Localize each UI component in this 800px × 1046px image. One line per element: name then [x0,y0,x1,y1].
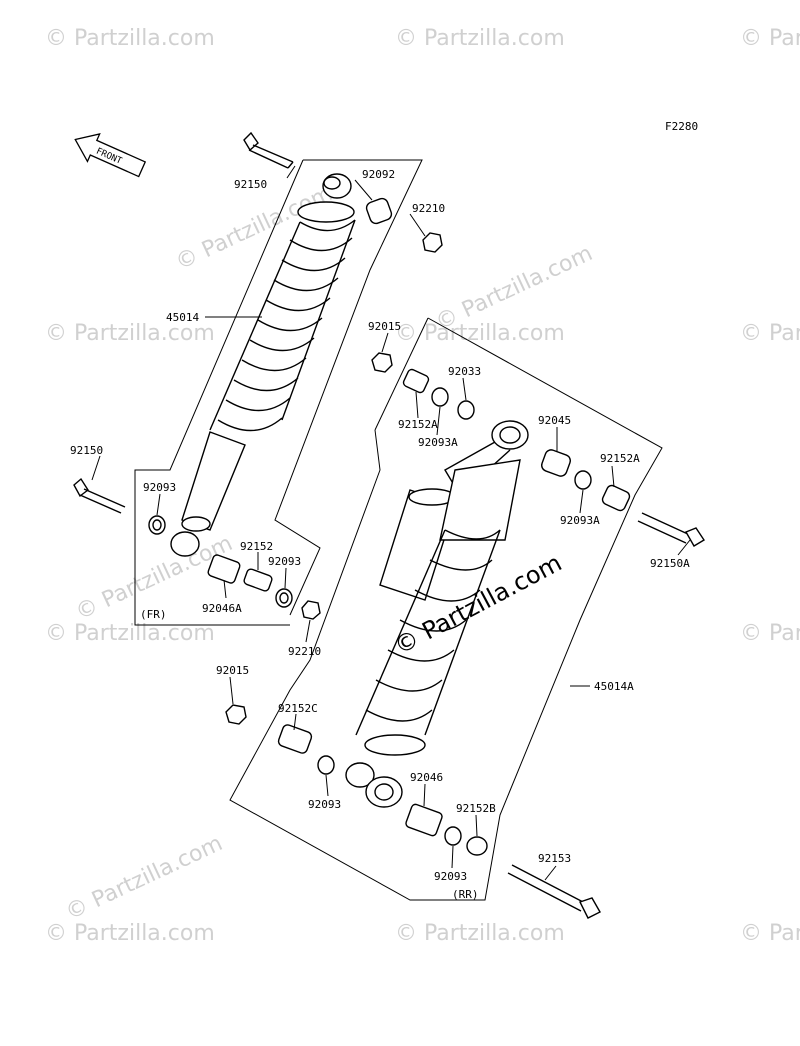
watermark: © Partzilla.com [62,831,226,925]
part-labels: 92150 92092 92210 45014 92150 92093 9215… [70,168,690,901]
label-92150: 92150 [234,178,267,191]
label-92093A: 92093A [418,436,458,449]
label-92093A: 92093A [560,514,600,527]
group-label-rear: (RR) [452,888,479,901]
label-92152: 92152 [240,540,273,553]
watermark: © Partzilla.com [45,26,215,51]
label-92015: 92015 [216,664,249,677]
label-92046: 92046 [410,771,443,784]
label-92152C: 92152C [278,702,318,715]
front-shock-absorber [73,131,443,626]
rear-shock-absorber [225,317,705,919]
label-92045: 92045 [538,414,571,427]
front-arrow-icon: FRONT [74,133,147,178]
label-92152B: 92152B [456,802,496,815]
label-92210: 92210 [412,202,445,215]
watermark: © Partzilla.com [395,921,565,946]
label-92152A: 92152A [398,418,438,431]
watermark: © Partzilla.com [45,321,215,346]
label-92093: 92093 [308,798,341,811]
bolt-92150-top [243,131,294,169]
label-92046A: 92046A [202,602,242,615]
bolt-92150A [637,512,705,547]
watermark: © Partzilla.com [740,26,800,51]
bolt-92150-left [73,477,126,514]
watermark: © Partzilla.com [740,621,800,646]
diagram-code: F2280 [665,120,698,133]
label-92092: 92092 [362,168,395,181]
label-92093: 92093 [434,870,467,883]
label-92093: 92093 [268,555,301,568]
label-92015: 92015 [368,320,401,333]
group-label-front: (FR) [140,608,167,621]
label-92152A: 92152A [600,452,640,465]
label-92153: 92153 [538,852,571,865]
leader-lines [91,165,691,881]
watermark: © Partzilla.com [45,921,215,946]
watermark: © Partzilla.com [740,321,800,346]
label-92210: 92210 [288,645,321,658]
front-spring [209,219,356,432]
bolt-92153 [507,864,601,919]
label-92150A: 92150A [650,557,690,570]
label-92150: 92150 [70,444,103,457]
watermark: © Partzilla.com [395,321,565,346]
label-92093: 92093 [143,481,176,494]
label-92033: 92033 [448,365,481,378]
watermark: © Partzilla.com [740,921,800,946]
label-45014A: 45014A [594,680,634,693]
watermark: © Partzilla.com [395,26,565,51]
label-45014: 45014 [166,311,199,324]
rear-spring [355,529,501,736]
